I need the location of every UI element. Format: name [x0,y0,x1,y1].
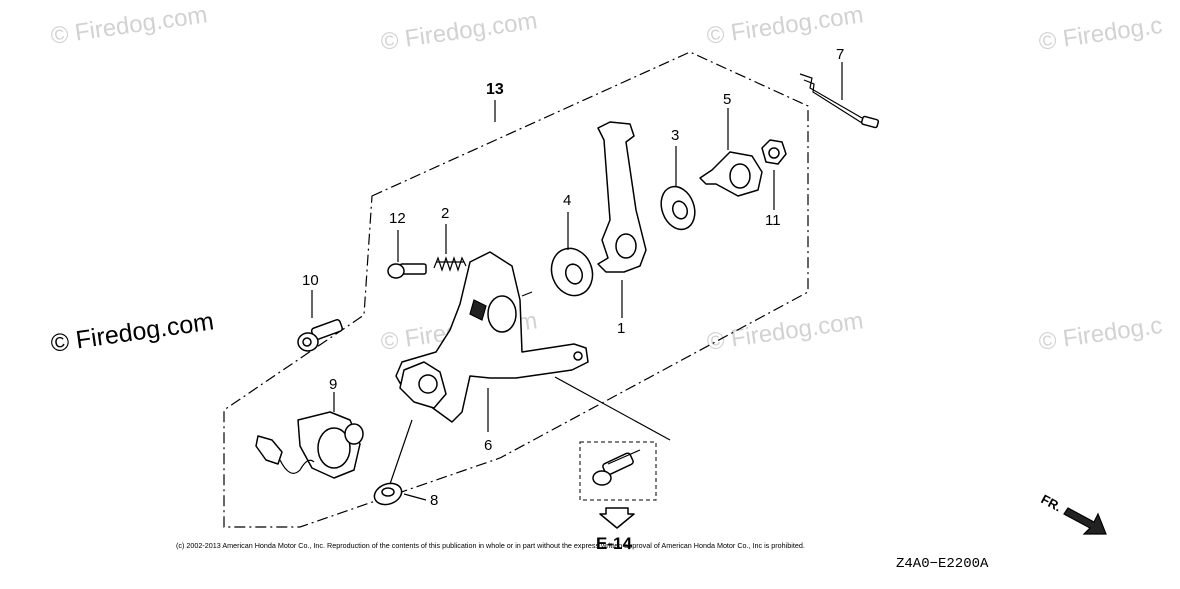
front-arrow-icon [1063,507,1107,535]
part-12-screw [387,230,427,279]
callout-7: 7 [836,46,844,63]
front-indicator-label: FR. [1039,491,1065,514]
reference-box [579,441,657,501]
part-6-bracket [395,251,589,432]
callout-1: 1 [617,320,625,337]
callout-11: 11 [765,212,781,229]
part-10-bolt [297,290,343,352]
watermark: © Firedog.com [705,1,865,50]
watermark: © Firedog.com [379,7,539,56]
watermark: © Firedog.com [49,307,216,358]
callout-5: 5 [723,91,731,108]
copyright-notice: (c) 2002-2013 American Honda Motor Co., … [176,541,805,550]
callout-2: 2 [441,205,449,222]
part-2-spring [433,224,467,272]
reference-bolt [592,449,641,486]
callout-9: 9 [329,376,337,393]
callout-8: 8 [430,492,438,509]
callout-13: 13 [486,81,504,98]
callout-4: 4 [563,192,571,209]
callout-10: 10 [302,272,319,289]
part-3-washer [660,146,696,231]
part-1-lever [597,121,647,318]
callout-6: 6 [484,437,492,454]
watermark: © Firedog.c [1037,12,1164,56]
watermark: © Firedog.c [1037,312,1164,356]
leader-line [554,376,671,441]
callout-12: 12 [389,210,406,227]
diagram-code: Z4A0−E2200A [896,556,989,572]
part-8-clip [373,419,427,506]
callout-3: 3 [671,127,679,144]
part-9-sensor [255,392,364,479]
part-4-washer [550,212,594,297]
watermark: © Firedog.com [705,307,865,356]
part-11-nut [761,139,787,210]
reference-page-label: E-14 [596,534,632,553]
reference-arrow-icon [599,507,635,529]
part-7-rod [799,62,880,129]
part-5-plate [699,108,763,197]
watermark: © Firedog.com [49,1,209,50]
